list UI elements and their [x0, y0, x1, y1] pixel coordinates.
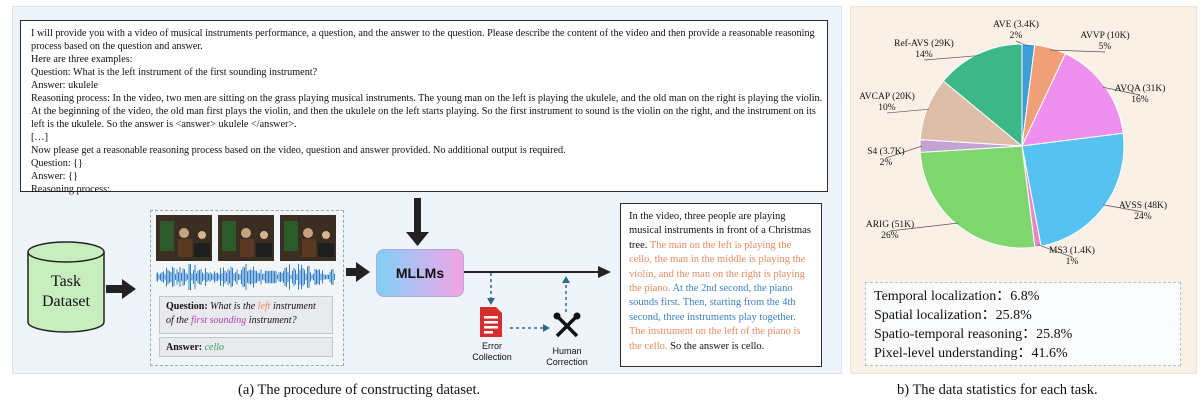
pie-slice-percent: 10% — [878, 103, 896, 113]
answer-box-sample: Answer: cello — [159, 337, 333, 357]
prompt-line: Answer: ukulele — [31, 80, 99, 91]
pie-slice-name: AVSS (48K) — [1119, 200, 1167, 211]
prompt-line: Reasoning process: In the video, two men… — [31, 93, 823, 104]
caption-left: (a) The procedure of constructing datase… — [238, 382, 481, 398]
pie-slice-percent: 2% — [1010, 31, 1023, 41]
error-collection-label: Error Collection — [472, 341, 512, 362]
video-frame — [280, 215, 336, 261]
mllm-model-box: MLLMs — [376, 249, 464, 297]
question-box: Question: What is the left instrument of… — [159, 296, 333, 334]
video-frame — [156, 215, 212, 261]
pie-leader-line — [885, 145, 923, 159]
prompt-line: Reasoning process: — [31, 184, 110, 195]
right-arrow-icon — [122, 279, 136, 299]
human-correction-label: Human Correction — [546, 346, 588, 367]
task-distribution-pie-chart: AVE (3.4K)2%AVVP (10K)5%AVQA (31K)16%AVS… — [859, 19, 1167, 267]
prompt-template-box: I will provide you with a video of music… — [20, 20, 828, 195]
stat-spatio-temporal: Spatio-temporal reasoning：25.8% — [874, 327, 1073, 342]
pie-slice-percent: 24% — [1134, 212, 1152, 222]
category-stats-box: Temporal localization：6.8% Spatial local… — [865, 282, 1181, 366]
pie-slice-percent: 1% — [1066, 257, 1079, 267]
pie-leader-line — [1102, 204, 1144, 213]
prompt-line: Question: {} — [31, 158, 83, 169]
down-arrow-icon — [406, 232, 429, 246]
prompt-line: process based on the question and answer… — [31, 41, 203, 52]
task-dataset-cylinder — [27, 241, 105, 333]
pie-leader-line — [923, 55, 980, 61]
right-arrow-icon — [356, 262, 370, 282]
pie-leader-line — [1037, 244, 1073, 258]
tools-icon — [553, 312, 581, 338]
error-document-icon — [480, 307, 502, 337]
pie-slice — [1021, 53, 1124, 147]
pie-slice — [1021, 132, 1125, 247]
prompt-line: […] — [31, 132, 48, 143]
audio-waveform — [156, 264, 335, 290]
video-frames — [156, 215, 336, 261]
pie-slice — [942, 43, 1023, 148]
pie-slice-percent: 26% — [881, 231, 899, 241]
pie-slice-percent: 16% — [1131, 95, 1149, 105]
prompt-line: Here are three examples: — [31, 54, 133, 65]
pie-leader-line — [889, 222, 959, 232]
prompt-line: left is the ukulele. So the answer is <a… — [31, 119, 297, 130]
prompt-line: Now please get a reasonable reasoning pr… — [31, 145, 566, 156]
pie-slice-name: AVVP (10K) — [1080, 30, 1129, 41]
prompt-line: At the beginning of the video, the old m… — [31, 106, 816, 117]
pie-slice-name: AVQA (31K) — [1115, 83, 1166, 94]
prompt-line: I will provide you with a video of music… — [31, 28, 815, 39]
pie-leader-line — [886, 108, 930, 114]
prompt-line: Question: What is the left instrument of… — [31, 67, 318, 78]
pie-slice-percent: 5% — [1099, 42, 1112, 52]
right-arrow-icon — [598, 266, 611, 278]
pie-slice — [919, 145, 1036, 249]
pie-slice-name: AVE (3.4K) — [993, 19, 1039, 30]
reasoning-output-box: In the video, three people are playing m… — [620, 203, 822, 367]
pie-slice-name: S4 (3.7K) — [867, 146, 904, 157]
video-frame — [218, 215, 274, 261]
prompt-line: Answer: {} — [31, 171, 78, 182]
pie-slice-name: MS3 (1.4K) — [1049, 245, 1095, 256]
caption-right: b) The data statistics for each task. — [897, 382, 1098, 398]
pie-slice-name: AVCAP (20K) — [859, 91, 915, 102]
pie-leader-line — [1102, 86, 1141, 96]
pie-slice-percent: 14% — [915, 50, 933, 60]
stat-pixel-level: Pixel-level understanding：41.6% — [874, 346, 1068, 361]
pie-slice-name: Ref-AVS (29K) — [894, 38, 954, 49]
pie-slice-percent: 2% — [880, 158, 893, 168]
stat-temporal: Temporal localization：6.8% — [874, 289, 1040, 304]
stat-spatial: Spatial localization：25.8% — [874, 308, 1032, 323]
task-dataset-label: Task Dataset — [42, 273, 90, 310]
pie-leader-line — [1049, 49, 1106, 53]
pie-slice-name: ARIG (51K) — [866, 219, 914, 230]
